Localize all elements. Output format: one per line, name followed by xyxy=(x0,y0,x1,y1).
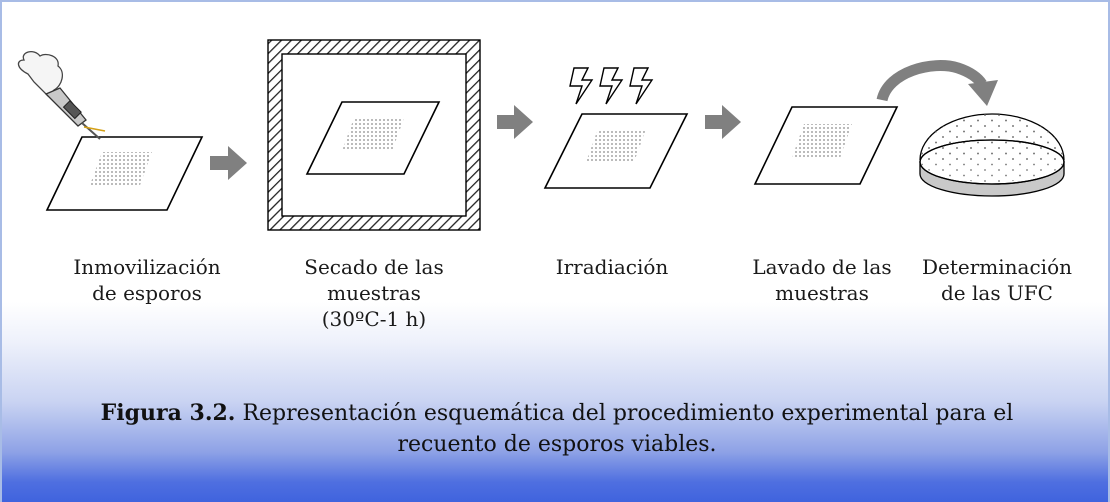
step-3-label: Irradiación xyxy=(555,255,669,279)
pipette-icon xyxy=(17,50,106,140)
lightning-icon xyxy=(569,67,654,105)
step-4-label: Lavado de las muestras xyxy=(752,255,892,305)
step-1-label: Inmovilización de esporos xyxy=(73,255,221,305)
process-arrow-3 xyxy=(705,105,741,139)
process-arrow-2 xyxy=(497,105,533,139)
step-3-graphic xyxy=(543,67,689,189)
curved-arrow-icon xyxy=(876,60,998,106)
step-4-graphic xyxy=(753,106,899,185)
spore-patch xyxy=(90,152,152,185)
spore-patch xyxy=(342,118,404,151)
step-2-graphic xyxy=(267,39,481,231)
process-arrow-1 xyxy=(210,146,247,180)
caption-title: Figura 3.2. xyxy=(100,400,236,426)
petri-dish-icon xyxy=(919,113,1065,197)
spore-patch xyxy=(792,124,852,158)
spore-patch xyxy=(586,129,646,162)
step-5-label: Determinación de las UFC xyxy=(922,255,1072,305)
step-1-graphic xyxy=(17,50,204,211)
caption-text: Representación esquemática del procedimi… xyxy=(235,401,1014,457)
procedure-diagram xyxy=(17,39,1065,231)
figure-caption: Figura 3.2. Representación esquemática d… xyxy=(62,398,1052,460)
step-2-label: Secado de las muestras (30ºC-1 h) xyxy=(304,255,444,331)
